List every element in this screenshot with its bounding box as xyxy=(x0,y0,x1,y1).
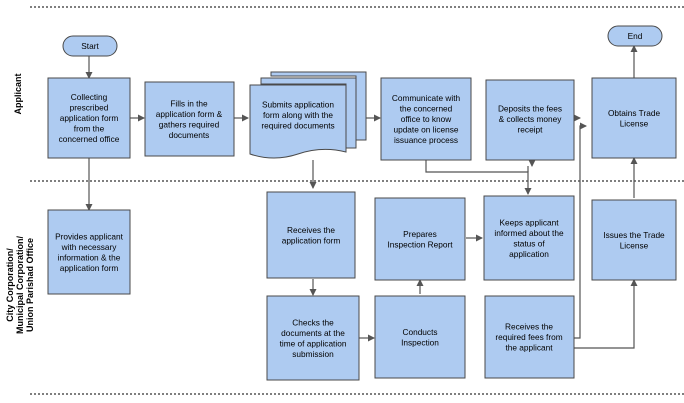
step-text-line: receipt xyxy=(518,125,544,135)
step-text-line: Collecting xyxy=(71,92,108,102)
step-text-line: License xyxy=(620,118,649,128)
arrow-receives-fees-to-issues xyxy=(574,279,638,349)
step-text-line: Inspection Report xyxy=(387,239,453,249)
step-text-line: documents at the xyxy=(281,328,345,338)
step-text-line: Conducts xyxy=(402,327,437,337)
lane-label-office-line: Municipal Corporation/ xyxy=(15,236,25,334)
lane-label-office: City Corporation/ Municipal Corporation/… xyxy=(5,236,35,334)
step-text-line: required fees from xyxy=(495,332,562,342)
lane-label-office-line: Union Parishad Office xyxy=(25,238,35,332)
step-text-line: Receives the xyxy=(505,322,553,332)
arrow-receives-fees-to-deposits-side xyxy=(574,122,587,339)
end-terminal-label: End xyxy=(628,31,643,41)
step-text-line: submission xyxy=(292,349,334,359)
step-text-line: Receives the xyxy=(287,225,335,235)
step-text-line: concerned office xyxy=(59,134,120,144)
step-text-line: Keeps applicant xyxy=(499,217,559,227)
step-text-line: required documents xyxy=(261,121,334,131)
step-text-line: documents xyxy=(169,130,210,140)
step-text-line: & collects money xyxy=(499,114,563,124)
step-text-line: information & the xyxy=(58,252,121,262)
step-text-line: Provides applicant xyxy=(55,231,123,241)
step-text-line: the concerned xyxy=(400,104,453,114)
start-terminal-label: Start xyxy=(81,41,99,51)
step-text-line: application form xyxy=(60,113,119,123)
step-text-line: the applicant xyxy=(505,343,553,353)
step-text-line: Prepares xyxy=(403,229,437,239)
arrow-communicate-to-keeps xyxy=(425,160,532,195)
step-text-line: informed about the xyxy=(494,228,564,238)
step-text-line: issuance process xyxy=(394,135,458,145)
step-text-line: Checks the xyxy=(292,317,334,327)
connectors xyxy=(85,45,638,349)
step-text-line: gathers required xyxy=(159,119,220,129)
step-text-line: application form xyxy=(282,235,341,245)
step-text-line: update on license xyxy=(393,125,458,135)
step-text-line: application form xyxy=(60,263,119,273)
step-text-line: office to know xyxy=(401,114,453,124)
step-text-line: Submits application xyxy=(262,100,334,110)
step-text-line: Deposits the fees xyxy=(498,104,562,114)
step-text-line: Inspection xyxy=(401,337,439,347)
step-text-line: status of xyxy=(513,238,545,248)
end-terminal: End xyxy=(607,25,663,47)
step-text-line: application xyxy=(509,249,549,259)
step-text-line: application form & xyxy=(156,109,223,119)
step-text-line: from the xyxy=(74,124,105,134)
step-text-line: prescribed xyxy=(70,103,109,113)
step-text-line: time of application xyxy=(280,338,347,348)
step-text-line: Issues the Trade xyxy=(603,230,665,240)
step-text-line: Fills in the xyxy=(170,98,208,108)
lane-label-applicant: Applicant xyxy=(13,73,23,114)
step-text-line: License xyxy=(620,240,649,250)
step-text-line: form along with the xyxy=(263,110,333,120)
step-text-line: Communicate with xyxy=(392,93,461,103)
step-text-line: with necessary xyxy=(61,242,118,252)
start-terminal: Start xyxy=(62,35,118,57)
lane-label-office-line: City Corporation/ xyxy=(5,248,15,322)
step-text-line: Obtains Trade xyxy=(608,108,661,118)
